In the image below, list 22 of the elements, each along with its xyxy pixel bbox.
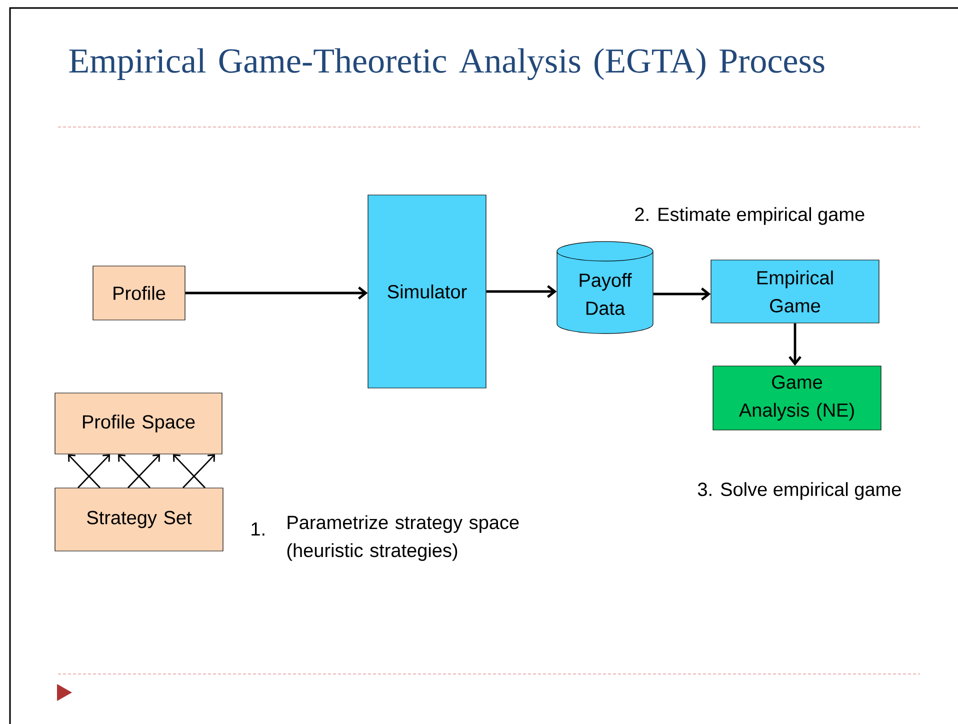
arrow xyxy=(653,288,711,300)
arrow xyxy=(173,454,206,488)
process-box: Profile xyxy=(92,266,186,320)
step-label: 3. Solve empirical game xyxy=(698,482,901,500)
process-box: Strategy Set xyxy=(54,488,224,552)
arrow xyxy=(78,454,110,488)
step-label: 2. Estimate empirical game xyxy=(635,207,864,225)
process-box: Profile Space xyxy=(54,392,222,454)
arrow xyxy=(118,454,151,488)
data-cylinder: Payoff Data xyxy=(556,241,654,334)
arrow xyxy=(185,286,368,300)
arrow xyxy=(788,323,802,366)
title: Empirical Game-Theoretic Analysis (EGTA) Process xyxy=(69,48,824,80)
arrow xyxy=(486,285,557,298)
list-number: 1. xyxy=(252,522,264,536)
process-box: Game Analysis (NE) xyxy=(712,366,882,430)
process-box: Empirical Game xyxy=(710,260,880,324)
arrow xyxy=(128,454,160,488)
step-label: Parametrize strategy space (heuristic strategies) xyxy=(287,515,519,561)
arrow xyxy=(182,454,215,488)
simulator-box: Simulator xyxy=(368,194,486,388)
arrow xyxy=(68,454,101,488)
